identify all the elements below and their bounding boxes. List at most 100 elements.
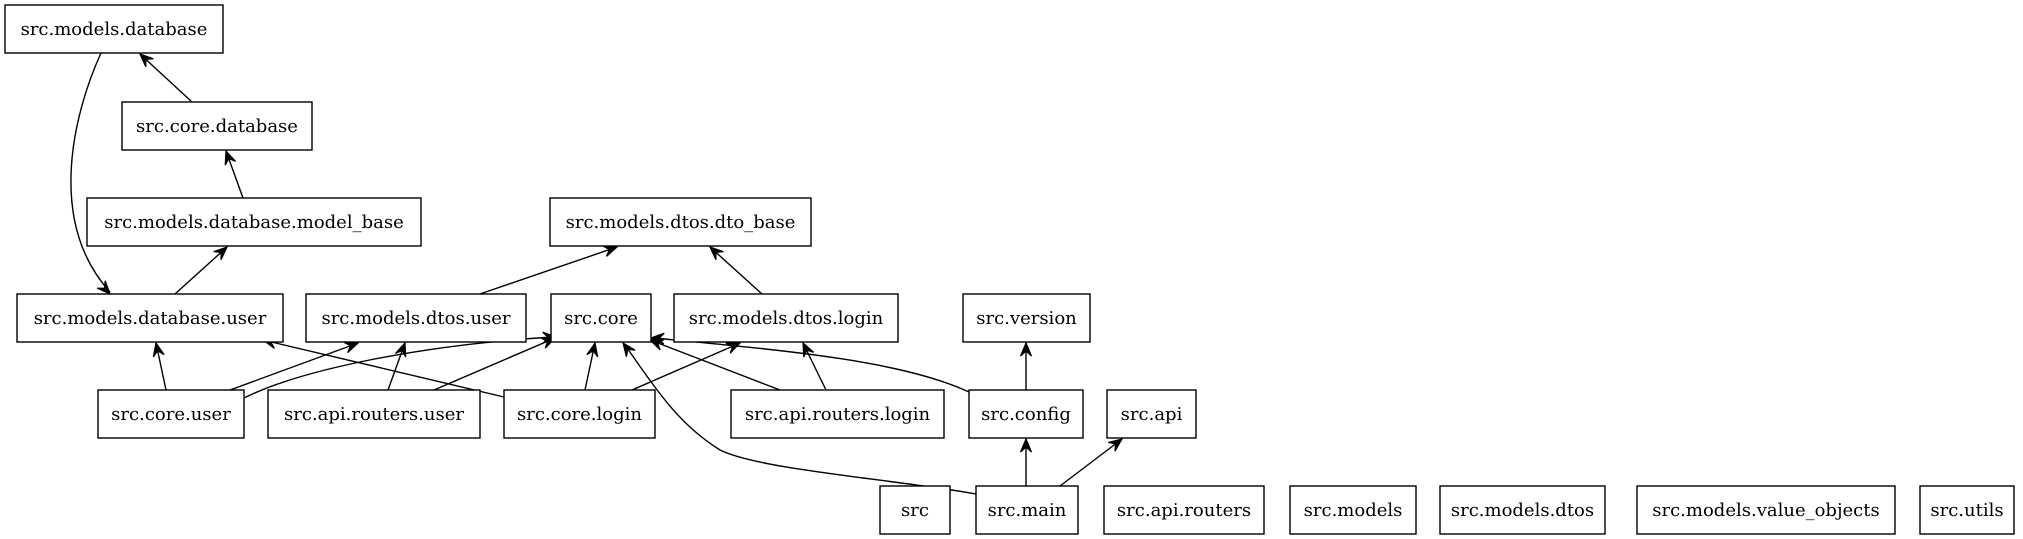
edge-line <box>624 344 977 495</box>
edge-line <box>70 52 111 293</box>
node-box <box>968 389 1084 439</box>
edge-line <box>229 342 359 391</box>
nodes-layer: src.models.database src.core.database src.… <box>4 4 2015 535</box>
node-box <box>879 485 951 535</box>
node-src-models: src.models <box>1289 485 1417 535</box>
node-label: src.core.user <box>111 404 231 425</box>
edge-src-models-database-to-src-models-database-user <box>70 52 112 296</box>
node-label: src.models <box>1304 500 1403 521</box>
node-label: src.models.dtos <box>1451 500 1594 521</box>
node-label: src.version <box>976 308 1077 329</box>
node-src-version: src.version <box>962 293 1091 343</box>
node-src: src <box>879 485 951 535</box>
node-src-models-dtos-user: src.models.dtos.user <box>305 293 527 343</box>
node-label: src.core <box>564 308 638 329</box>
node-src-config: src.config <box>968 389 1084 439</box>
node-src-core-user: src.core.user <box>97 389 245 439</box>
edge-line <box>709 246 763 295</box>
arrowhead <box>649 332 665 345</box>
edge-line <box>649 339 781 391</box>
node-src-models-database: src.models.database <box>4 4 224 54</box>
node-box <box>1103 485 1265 535</box>
node-src-models-dtos: src.models.dtos <box>1439 485 1606 535</box>
edge-src-main-to-src-api <box>1059 438 1124 487</box>
node-box <box>16 293 284 343</box>
node-label: src.core.database <box>136 116 298 137</box>
node-box <box>1289 485 1417 535</box>
node-label: src.models.database <box>21 19 208 40</box>
node-box <box>549 197 812 247</box>
edge-line <box>139 53 193 103</box>
arrowhead <box>138 52 154 68</box>
arrowhead <box>1019 437 1033 453</box>
edge-line <box>174 246 228 295</box>
node-label: src.models.value_objects <box>1652 500 1880 521</box>
node-box <box>86 197 422 247</box>
edge-src-main-to-src-config <box>1019 437 1033 486</box>
arrowhead <box>394 341 407 358</box>
edge-src-core-user-to-src-models-database-user <box>152 341 167 391</box>
edge-src-models-database-model-base-to-src-core-database <box>224 149 244 199</box>
node-label: src.api <box>1121 404 1183 425</box>
node-label: src <box>901 500 929 521</box>
node-box <box>550 293 652 343</box>
node-box <box>503 389 656 439</box>
edge-line <box>479 246 618 295</box>
node-box <box>1919 485 2015 535</box>
node-label: src.core.login <box>517 404 642 425</box>
node-src-core-login: src.core.login <box>503 389 656 439</box>
arrowhead <box>152 341 165 358</box>
node-label: src.models.dtos.dto_base <box>566 212 796 233</box>
arrowhead <box>1108 438 1124 452</box>
node-label: src.models.dtos.user <box>321 308 510 329</box>
arrowhead <box>586 341 599 358</box>
node-label: src.main <box>988 500 1067 521</box>
edge-line <box>433 337 556 391</box>
node-src-api-routers-login: src.api.routers.login <box>730 389 945 439</box>
node-box <box>4 4 224 54</box>
arrowhead <box>224 149 237 166</box>
node-box <box>305 293 527 343</box>
node-box <box>1106 389 1197 439</box>
node-label: src.api.routers.login <box>745 404 931 425</box>
node-src-core-database: src.core.database <box>121 101 313 151</box>
node-box <box>673 293 899 343</box>
edge-src-core-login-to-src-models-dtos-login <box>631 342 742 391</box>
node-src-models-dtos-login: src.models.dtos.login <box>673 293 899 343</box>
arrowhead <box>708 245 724 261</box>
node-label: src.models.dtos.login <box>689 308 884 329</box>
node-src-api: src.api <box>1106 389 1197 439</box>
edge-line <box>631 342 741 391</box>
node-src-core: src.core <box>550 293 652 343</box>
edge-line <box>262 339 505 398</box>
node-src-models-value-objects: src.models.value_objects <box>1636 485 1896 535</box>
arrowhead <box>213 245 229 261</box>
edge-src-core-database-to-src-models-database <box>138 52 193 103</box>
node-box <box>267 389 481 439</box>
edge-src-models-dtos-user-to-src-models-dtos-dto-base <box>479 245 619 295</box>
edge-src-config-to-src-version <box>1019 341 1033 390</box>
edges-layer <box>70 52 1124 495</box>
node-label: src.api.routers <box>1117 500 1251 521</box>
arrowhead <box>622 341 636 357</box>
node-box <box>975 485 1079 535</box>
node-box <box>1636 485 1896 535</box>
node-box <box>1439 485 1606 535</box>
edge-line <box>653 337 970 393</box>
edge-src-api-routers-login-to-src-models-dtos-login <box>802 341 827 391</box>
node-label: src.config <box>981 404 1071 425</box>
edge-line <box>1059 438 1123 487</box>
node-label: src.models.database.user <box>34 308 267 329</box>
edge-src-models-database-user-to-src-models-database-model-base <box>174 245 229 295</box>
edge-src-api-routers-user-to-src-models-dtos-user <box>387 341 407 391</box>
node-src-models-database-model-base: src.models.database.model_base <box>86 197 422 247</box>
arrowhead <box>1019 341 1033 357</box>
node-box <box>962 293 1091 343</box>
arrowhead <box>96 280 112 296</box>
node-src-utils: src.utils <box>1919 485 2015 535</box>
node-label: src.api.routers.user <box>284 404 464 425</box>
node-src-models-database-user: src.models.database.user <box>16 293 284 343</box>
edge-src-models-dtos-login-to-src-models-dtos-dto-base <box>708 245 763 295</box>
node-box <box>97 389 245 439</box>
